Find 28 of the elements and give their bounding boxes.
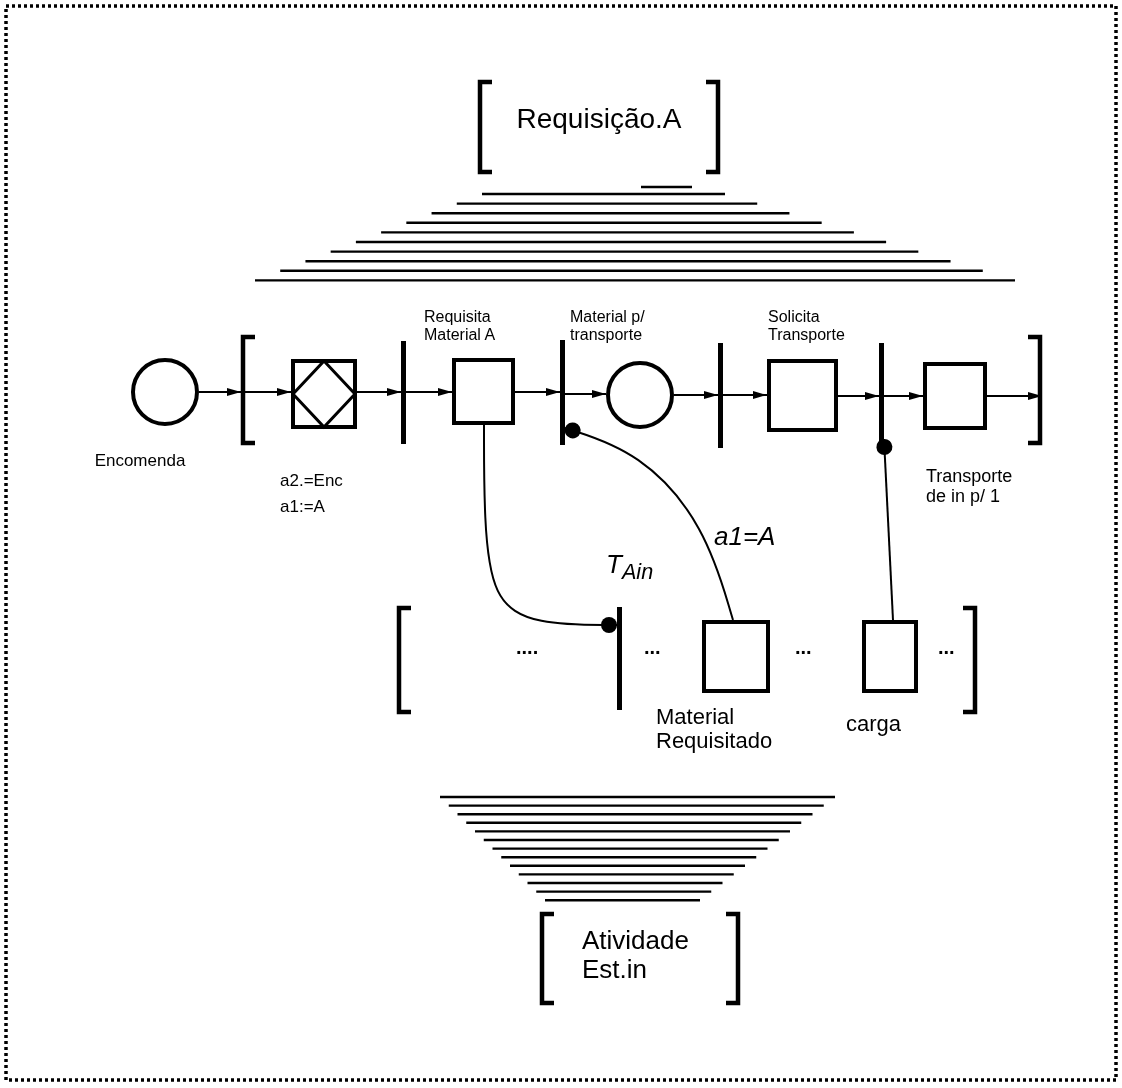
ellipsis-label: ... <box>938 636 955 658</box>
ellipsis-label: ... <box>795 636 812 658</box>
inhibitor-arc <box>564 422 734 621</box>
arrow <box>722 391 768 399</box>
arrow <box>673 391 719 399</box>
ellipsis-label: ... <box>644 636 661 658</box>
ellipsis-label: .... <box>516 636 539 658</box>
node-label: a2.=Enc <box>280 472 343 491</box>
node-label: a1:=A <box>280 498 325 517</box>
node-label: Transporte de in p/ 1 <box>926 467 1013 507</box>
arrow <box>837 392 880 400</box>
node-label: Atividade Est.in <box>582 926 690 984</box>
arrow <box>405 388 453 396</box>
transition-label: T$_{Ain}$ <box>606 550 654 584</box>
node-label: Solicita Transporte <box>768 308 845 344</box>
inhibitor-arc <box>876 438 894 621</box>
arrow <box>564 390 607 398</box>
arrow <box>356 388 402 396</box>
inhibitor-arc <box>483 424 618 633</box>
arrow <box>883 392 924 400</box>
node-label: Requisição.A <box>515 104 683 135</box>
node-label: Requisita Material A <box>424 308 497 344</box>
node-label: Material p/ transporte <box>570 308 646 344</box>
node-label: Encomenda <box>93 452 187 471</box>
node-label: carga <box>846 712 902 737</box>
arrow <box>198 388 242 396</box>
node-label: Material Requisitado <box>656 705 773 754</box>
arrow <box>514 388 561 396</box>
